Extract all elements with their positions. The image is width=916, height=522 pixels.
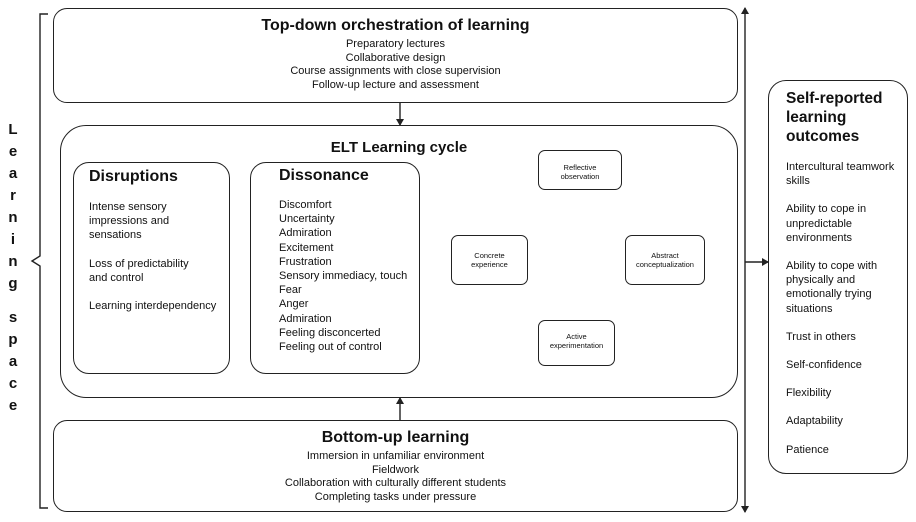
disruptions-title: Disruptions xyxy=(89,168,178,185)
dissonance-item: Feeling out of control xyxy=(279,341,382,354)
outcome-item: Patience xyxy=(786,443,829,456)
ls-letter: g xyxy=(8,275,18,292)
dissonance-box: Dissonance Discomfort Uncertainty Admira… xyxy=(250,162,420,374)
bottom-up-line: Completing tasks under pressure xyxy=(314,490,477,503)
concrete-experience-box: Concrete experience xyxy=(451,235,528,285)
ls-letter: r xyxy=(10,187,16,204)
ls-letter: L xyxy=(8,121,18,138)
ls-letter: s xyxy=(8,309,18,326)
disruptions-box: Disruptions Intense sensory impressions … xyxy=(73,162,230,374)
ls-letter: i xyxy=(10,231,16,248)
dissonance-title: Dissonance xyxy=(279,167,369,184)
outcome-item: Trust in others xyxy=(786,330,856,343)
left-bracket xyxy=(30,13,48,509)
top-down-line: Preparatory lectures xyxy=(345,38,446,50)
bottom-up-title: Bottom-up learning xyxy=(321,429,470,446)
outcome-item: Self-confidence xyxy=(786,359,862,372)
dissonance-item: Sensory immediacy, touch xyxy=(279,270,408,283)
disruption-item: Loss of predictability and control xyxy=(89,257,189,284)
top-down-line: Course assignments with close supervisio… xyxy=(290,65,501,77)
disruption-item: Learning interdependency xyxy=(89,300,217,313)
ls-letter: e xyxy=(8,143,18,160)
outcome-item: Ability to cope with physically and emot… xyxy=(786,260,878,315)
bottom-up-line: Fieldwork xyxy=(371,463,420,476)
top-down-line: Follow-up lecture and assessment xyxy=(312,78,479,91)
dissonance-item: Admiration xyxy=(279,227,332,240)
ls-letter: p xyxy=(8,331,18,348)
top-down-line: Collaborative design xyxy=(345,51,446,64)
elt-cycle-title: ELT Learning cycle xyxy=(330,139,468,156)
disruption-item: Intense sensory impressions and sensatio… xyxy=(89,201,170,242)
dissonance-item: Discomfort xyxy=(279,199,332,211)
outcome-item: Flexibility xyxy=(786,387,832,400)
concrete-experience-label: Concrete experience xyxy=(471,251,508,269)
outcomes-title: Self-reported learning outcomes xyxy=(786,90,883,145)
abstract-conceptualization-box: Abstract conceptualization xyxy=(625,235,705,285)
ls-letter: a xyxy=(8,353,18,370)
ls-letter: a xyxy=(8,165,18,182)
outcome-item: Ability to cope in unpredictable environ… xyxy=(786,203,867,244)
outcome-item: Intercultural teamwork skills xyxy=(786,161,895,188)
active-experimentation-label: Active experimentation xyxy=(549,332,604,350)
ls-letter: e xyxy=(8,397,18,414)
dissonance-item: Admiration xyxy=(279,312,332,325)
ls-letter: n xyxy=(8,209,18,226)
ls-letter: n xyxy=(8,253,18,270)
reflective-observation-label: Reflective observation xyxy=(560,163,600,181)
active-experimentation-box: Active experimentation xyxy=(538,320,615,366)
ls-letter: c xyxy=(8,375,18,392)
dissonance-item: Uncertainty xyxy=(279,213,335,226)
bottom-up-line: Immersion in unfamiliar environment xyxy=(306,450,485,462)
bottom-up-line: Collaboration with culturally different … xyxy=(284,477,507,489)
bottom-up-box: Bottom-up learning Immersion in unfamili… xyxy=(53,420,738,512)
dissonance-item: Anger xyxy=(279,298,309,311)
reflective-observation-box: Reflective observation xyxy=(538,150,622,190)
dissonance-item: Excitement xyxy=(279,241,334,254)
top-down-box: Top-down orchestration of learning Prepa… xyxy=(53,8,738,103)
outcomes-box: Self-reported learning outcomes Intercul… xyxy=(768,80,908,474)
outcome-item: Adaptability xyxy=(786,415,843,428)
dissonance-item: Fear xyxy=(279,284,302,297)
dissonance-item: Feeling disconcerted xyxy=(279,326,381,339)
dissonance-item: Frustration xyxy=(279,255,332,268)
abstract-conceptualization-label: Abstract conceptualization xyxy=(636,251,694,269)
top-down-title: Top-down orchestration of learning xyxy=(261,17,530,34)
